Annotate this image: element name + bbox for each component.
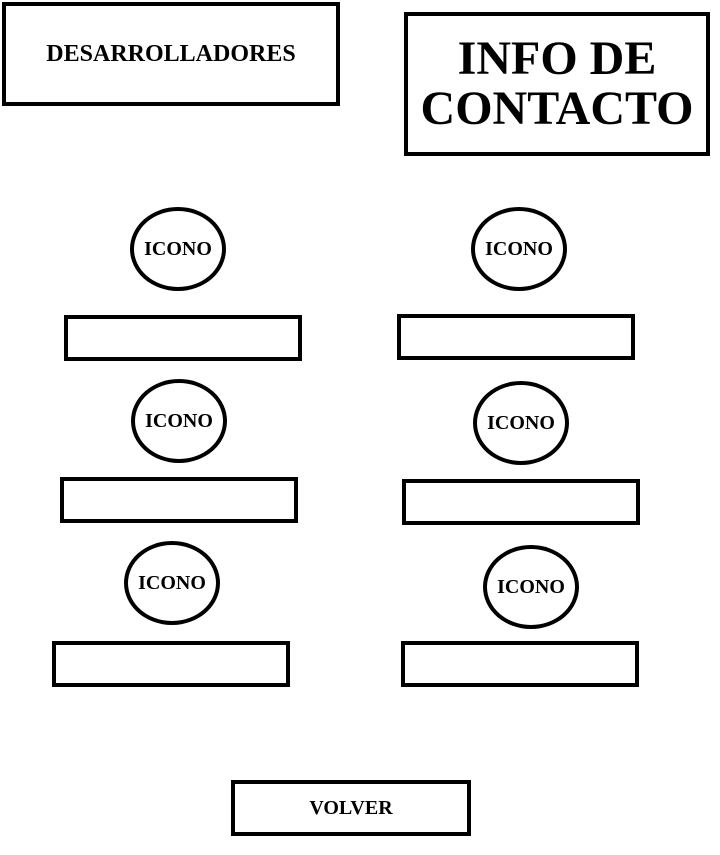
- contact-info-button[interactable]: INFO DE CONTACTO: [404, 12, 710, 156]
- developer-1-avatar-icon: ICONO: [130, 207, 226, 291]
- developers-button-label: DESARROLLADORES: [46, 40, 296, 67]
- developer-5-name-field[interactable]: [52, 641, 290, 687]
- developer-4-name-field[interactable]: [402, 479, 640, 525]
- developer-6-name-field[interactable]: [401, 641, 639, 687]
- developer-4-icon-label: ICONO: [487, 411, 555, 434]
- developer-5-avatar-icon: ICONO: [124, 541, 220, 625]
- developer-3-avatar-icon: ICONO: [131, 379, 227, 463]
- back-button[interactable]: VOLVER: [231, 780, 471, 836]
- developer-6-avatar-icon: ICONO: [483, 545, 579, 629]
- developer-6-icon-label: ICONO: [497, 575, 565, 598]
- developer-2-name-field[interactable]: [397, 314, 635, 360]
- developer-1-name-field[interactable]: [64, 315, 302, 361]
- back-button-label: VOLVER: [309, 796, 393, 819]
- developer-2-avatar-icon: ICONO: [471, 207, 567, 291]
- contact-info-label: INFO DE CONTACTO: [420, 31, 694, 135]
- developer-1-icon-label: ICONO: [144, 237, 212, 260]
- developer-4-avatar-icon: ICONO: [473, 381, 569, 465]
- developers-button[interactable]: DESARROLLADORES: [2, 2, 340, 106]
- developer-5-icon-label: ICONO: [138, 571, 206, 594]
- contact-info-label-line1: INFO DE: [457, 31, 657, 85]
- developer-3-name-field[interactable]: [60, 477, 298, 523]
- developer-2-icon-label: ICONO: [485, 237, 553, 260]
- contact-info-label-line2: CONTACTO: [420, 82, 694, 135]
- developer-3-icon-label: ICONO: [145, 409, 213, 432]
